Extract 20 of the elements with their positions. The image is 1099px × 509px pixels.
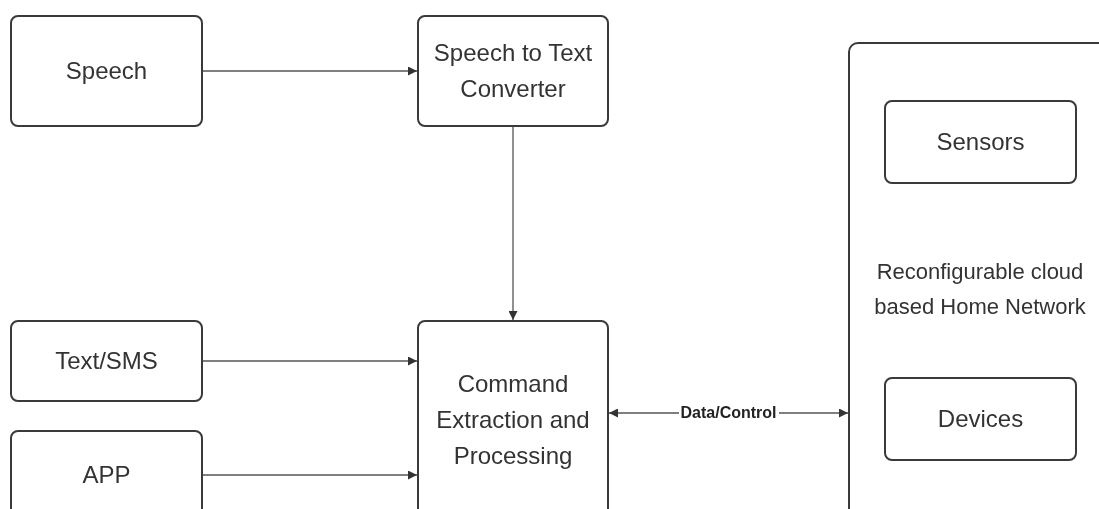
process-box xyxy=(417,320,609,509)
process-box xyxy=(884,100,1077,184)
box-label: Devices xyxy=(937,404,1024,434)
process-box xyxy=(417,15,609,127)
arrow xyxy=(202,470,418,480)
box-label: Speech to Text Converter xyxy=(432,38,594,104)
box-label: Speech xyxy=(65,56,148,86)
box-label: APP xyxy=(82,460,131,490)
arrow xyxy=(202,356,418,366)
box-label: Sensors xyxy=(936,127,1025,157)
arrow xyxy=(508,126,518,321)
box-label: Command Extraction and Processing xyxy=(435,369,591,471)
process-box xyxy=(10,320,203,402)
box-label: Text/SMS xyxy=(55,346,158,376)
group-container xyxy=(848,42,1099,509)
group-title: Reconfigurable cloud based Home Network xyxy=(873,258,1087,322)
arrow xyxy=(202,66,418,76)
process-box xyxy=(10,15,203,127)
process-box xyxy=(10,430,203,509)
process-box xyxy=(884,377,1077,461)
